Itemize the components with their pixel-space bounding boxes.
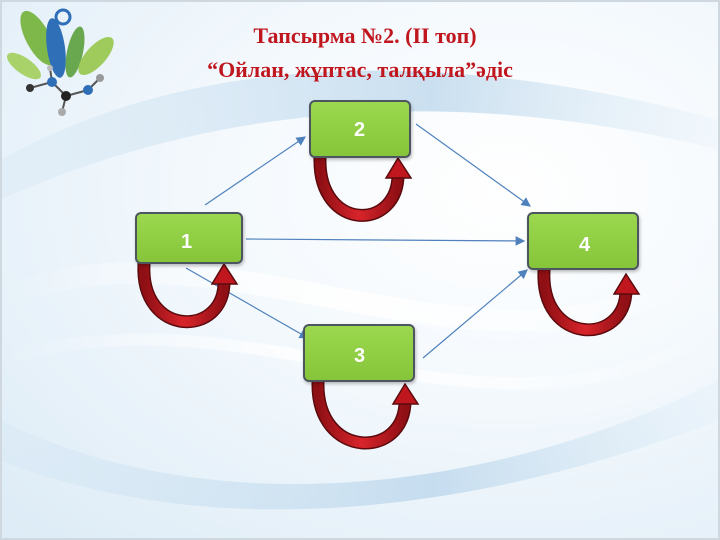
slide-title: Тапсырма №2. (II топ) “Ойлан, жұптас, та… — [150, 22, 570, 84]
node-1-label: 1 — [181, 231, 193, 253]
title-line-1: Тапсырма №2. (II топ) — [253, 23, 477, 48]
node-3: 3 — [303, 324, 415, 382]
connector-1-to-3 — [185, 267, 310, 339]
connector-1-to-2 — [204, 136, 306, 206]
node-1: 1 — [135, 212, 243, 264]
node-2: 2 — [309, 100, 411, 158]
node-4: 4 — [527, 212, 639, 270]
loop-arrow-node-3 — [311, 375, 420, 450]
node-4-label: 4 — [579, 234, 591, 256]
loop-arrow-node-2 — [313, 151, 413, 222]
connector-3-to-4 — [422, 269, 528, 359]
node-3-label: 3 — [354, 345, 366, 367]
logo-leaves-molecule-icon — [6, 8, 114, 116]
connector-2-to-4 — [415, 123, 531, 207]
loop-arrow-node-1 — [137, 257, 239, 329]
title-line-2: “Ойлан, жұптас, талқыла”әдіс — [207, 57, 513, 82]
connector-1-to-4 — [245, 236, 526, 246]
loop-arrow-node-4 — [537, 263, 641, 337]
node-2-label: 2 — [354, 119, 366, 141]
